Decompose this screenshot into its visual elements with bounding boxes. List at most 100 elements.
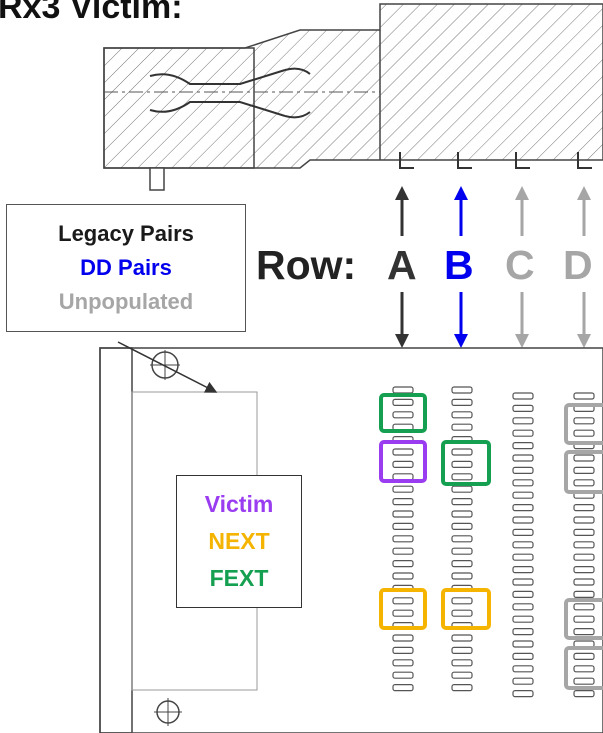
pad-d-14 — [573, 553, 595, 561]
pad-b-13 — [451, 535, 473, 543]
pad-a-11 — [392, 510, 414, 518]
pad-a-22 — [392, 646, 414, 655]
key-victim: Victim — [204, 491, 274, 517]
pad-d-18 — [573, 603, 595, 611]
arrow-down-head-c — [515, 334, 529, 348]
pad-d-20 — [573, 627, 595, 636]
pad-c-2 — [512, 404, 534, 412]
diagram-title: Rx3 Victim: — [0, 0, 183, 26]
pad-c-18 — [512, 603, 534, 611]
pad-c-12 — [512, 528, 534, 537]
pad-c-1 — [512, 392, 534, 400]
pad-b-8 — [451, 473, 473, 481]
arrow-up-head-b — [454, 186, 468, 200]
pad-c-9 — [512, 491, 534, 499]
pad-b-9 — [451, 485, 473, 493]
legend-legacy-pairs: Legacy Pairs — [58, 221, 194, 246]
pad-d-4 — [573, 429, 595, 437]
pad-a-14 — [392, 547, 414, 555]
victim-box-a — [379, 440, 427, 483]
row-arrows-down — [395, 292, 591, 348]
pad-c-17 — [512, 590, 534, 599]
pad-c-22 — [512, 652, 534, 661]
pad-a-8 — [392, 473, 414, 481]
pad-a-23 — [392, 659, 414, 667]
fext-box-a — [379, 393, 427, 433]
pair-type-legend: Legacy Pairs DD Pairs Unpopulated — [6, 204, 246, 332]
pad-a-13 — [392, 535, 414, 543]
pad-c-5 — [512, 442, 534, 450]
pad-c-4 — [512, 429, 534, 437]
pad-a-9 — [392, 485, 414, 493]
pad-a-24 — [392, 671, 414, 679]
pad-b-15 — [451, 559, 473, 568]
crosstalk-key: Victim NEXT FEXT — [176, 475, 302, 608]
pad-b-22 — [451, 646, 473, 655]
pad-a-3 — [392, 411, 414, 419]
highlight-boxes — [379, 393, 603, 690]
pad-c-11 — [512, 516, 534, 524]
pad-d-13 — [573, 541, 595, 549]
pad-c-14 — [512, 553, 534, 561]
unpop-box-d-2 — [564, 450, 603, 494]
pad-c-3 — [512, 417, 534, 425]
pad-a-18 — [392, 597, 414, 605]
pad-c-13 — [512, 541, 534, 549]
pad-b-21 — [451, 634, 473, 642]
pad-c-8 — [512, 479, 534, 487]
unpop-box-d-1 — [564, 403, 603, 445]
arrow-down-head-b — [454, 334, 468, 348]
pad-c-16 — [512, 578, 534, 586]
pin-hook-b — [457, 152, 472, 169]
arrow-up-head-c — [515, 186, 529, 200]
pad-b-23 — [451, 659, 473, 667]
pad-b-4 — [451, 423, 473, 431]
arrow-up-head-d — [577, 186, 591, 200]
pad-d-25 — [573, 689, 595, 698]
pad-a-19 — [392, 609, 414, 617]
pad-b-16 — [451, 572, 473, 580]
pad-a-25 — [392, 683, 414, 692]
pad-a-2 — [392, 398, 414, 406]
legend-dd-pairs: DD Pairs — [80, 255, 172, 280]
pad-d-12 — [573, 528, 595, 537]
pad-a-6 — [392, 448, 414, 456]
next-box-b — [441, 588, 491, 630]
pad-b-11 — [451, 510, 473, 518]
pad-b-3 — [451, 411, 473, 419]
row-letter-c: C — [505, 242, 535, 288]
pad-d-7 — [573, 466, 595, 474]
pad-d-24 — [573, 677, 595, 685]
pad-c-7 — [512, 466, 534, 474]
pad-d-6 — [573, 454, 595, 462]
pad-a-15 — [392, 559, 414, 568]
legend-unpopulated: Unpopulated — [58, 289, 194, 314]
pad-b-14 — [451, 547, 473, 555]
pad-c-24 — [512, 677, 534, 685]
arrow-down-head-d — [577, 334, 591, 348]
pad-d-11 — [573, 516, 595, 524]
row-letter-a: A — [387, 242, 417, 288]
pad-b-18 — [451, 597, 473, 605]
pad-d-10 — [573, 504, 595, 512]
row-label: Row: — [256, 242, 357, 288]
pad-a-16 — [392, 572, 414, 580]
pad-b-10 — [451, 498, 473, 506]
pad-a-12 — [392, 522, 414, 531]
connector-side-view — [103, 3, 603, 191]
pad-d-1 — [573, 392, 595, 400]
row-letter-b: B — [444, 242, 474, 288]
pin-hook-d — [577, 152, 592, 169]
pad-b-7 — [451, 460, 473, 468]
row-letter-d: D — [563, 242, 593, 288]
pad-d-8 — [573, 479, 595, 487]
pad-a-21 — [392, 634, 414, 642]
pad-d-15 — [573, 565, 595, 574]
pin-hook-a — [399, 152, 414, 169]
unpop-box-d-4 — [564, 646, 603, 690]
pad-b-12 — [451, 522, 473, 531]
pad-b-25 — [451, 683, 473, 692]
next-box-a — [379, 588, 427, 630]
pad-b-24 — [451, 671, 473, 679]
